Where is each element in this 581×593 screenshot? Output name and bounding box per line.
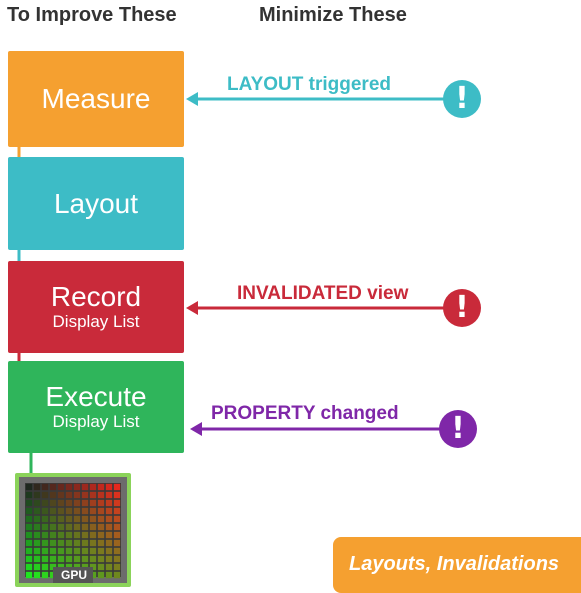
trigger-arrows [186, 92, 444, 436]
stage-record-title: Record [50, 281, 142, 312]
header-improve: To Improve These [7, 4, 177, 26]
stage-record-subtitle: Display List [52, 312, 140, 331]
trigger-label-invalidated: INVALIDATED view [237, 283, 409, 304]
stage-layout: Layout [8, 157, 184, 250]
stage-layout-title: Layout [53, 187, 139, 219]
gpu-chip-icon [15, 473, 131, 587]
legend-badge: Layouts, Invalidations [333, 537, 581, 593]
stage-execute-subtitle: Display List [52, 412, 140, 431]
alert-exclamation-icon: ! [439, 410, 477, 448]
stage-measure: Measure [8, 51, 184, 147]
stage-record: Record Display List [8, 261, 184, 353]
header-minimize: Minimize These [259, 4, 407, 26]
alert-exclamation-icon: ! [443, 80, 481, 118]
gpu-label: GPU [60, 568, 87, 582]
trigger-label-property: PROPERTY changed [211, 403, 399, 424]
stage-execute: Execute Display List [8, 361, 184, 453]
stage-execute-title: Execute [45, 381, 147, 412]
stage-measure-title: Measure [41, 83, 151, 114]
alert-exclamation-icon: ! [443, 289, 481, 327]
trigger-label-layout: LAYOUT triggered [227, 74, 391, 95]
